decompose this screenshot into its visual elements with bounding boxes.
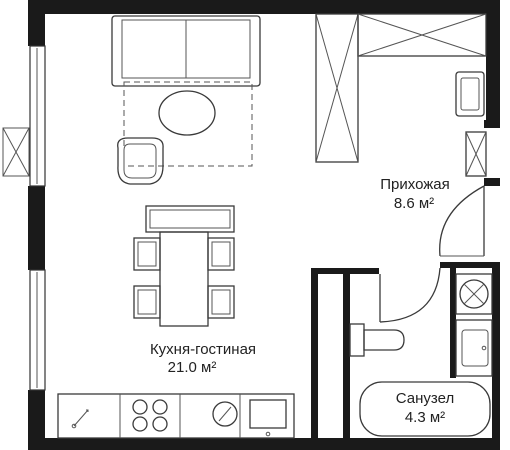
room-area-bath: 4.3 м² — [405, 409, 445, 426]
room-name-hall: Прихожая — [380, 176, 450, 193]
wall-bottom — [28, 438, 500, 450]
bathtub-icon — [359, 381, 491, 437]
stove-icon — [132, 399, 168, 432]
washbasin-icon — [455, 319, 493, 377]
wall-bath-left — [311, 268, 318, 440]
sofa-icon — [111, 15, 261, 87]
shoe-cabinet-icon — [465, 131, 487, 177]
room-area-hall: 8.6 м² — [394, 195, 434, 212]
room-name-bath: Санузел — [396, 390, 454, 407]
chair-left-bottom-icon — [133, 285, 161, 319]
rug — [123, 81, 253, 167]
chair-right-bottom-icon — [207, 285, 235, 319]
wall-bath-right-col — [450, 268, 456, 378]
wall-bath-top-left — [311, 268, 379, 274]
label-living: Кухня-гостиная 21.0 м² — [150, 341, 256, 376]
wall-bath-top-right — [440, 262, 500, 268]
chair-right-top-icon — [207, 237, 235, 271]
wall-right-bottom — [492, 262, 500, 450]
dining-bench-icon — [145, 205, 235, 233]
room-name-living: Кухня-гостиная — [150, 341, 256, 358]
wall-bath-inner — [343, 274, 350, 440]
sink-icon — [71, 409, 89, 429]
room-area-living: 21.0 м² — [168, 359, 217, 376]
dishwasher-icon — [212, 401, 238, 427]
coffee-table-icon — [158, 90, 216, 136]
balcony-door-icon — [2, 127, 30, 177]
window-left-upper — [29, 45, 46, 187]
bathroom-door[interactable] — [379, 267, 441, 323]
window-left-lower — [29, 269, 46, 391]
oven-icon — [249, 399, 287, 437]
label-hall: Прихожая 8.6 м² — [380, 176, 450, 212]
chair-left-top-icon — [133, 237, 161, 271]
wall-left-bottom — [28, 390, 45, 450]
wall-hall-right — [484, 120, 500, 128]
armchair-icon — [117, 137, 164, 185]
wall-right-notch — [486, 58, 500, 120]
toilet-icon — [349, 323, 405, 357]
wardrobe-vertical — [315, 13, 359, 163]
walls — [28, 0, 500, 450]
dining-table-icon — [159, 231, 209, 327]
washing-machine-icon — [455, 273, 493, 315]
label-bath: Санузел 4.3 м² — [396, 390, 454, 426]
wardrobe-horizontal — [357, 13, 487, 57]
wall-hall-right-low — [484, 178, 500, 186]
wall-left-top — [28, 0, 45, 46]
kitchen-counter — [57, 393, 295, 439]
wall-top — [28, 0, 498, 14]
wall-left-mid — [28, 186, 45, 270]
entrance-door[interactable] — [439, 185, 485, 257]
armchair-hall-icon — [455, 71, 485, 117]
